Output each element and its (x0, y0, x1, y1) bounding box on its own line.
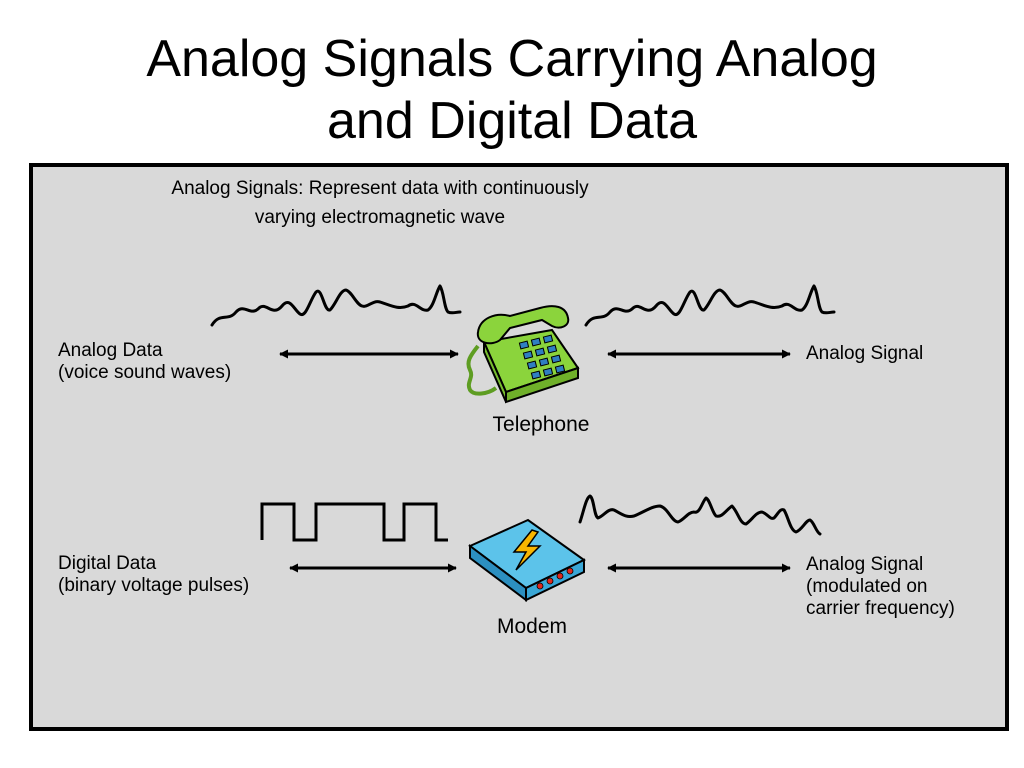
analog-voice-waveform (210, 284, 462, 327)
modem-icon (468, 518, 586, 602)
analog-data-label-line-1: Analog Data (58, 340, 163, 361)
analog-data-label: Analog Data (voice sound waves) (58, 340, 231, 384)
diagram-panel (29, 163, 1009, 731)
diagram-caption: Analog Signals: Represent data with cont… (70, 174, 690, 232)
analog-signal-label-top: Analog Signal (806, 343, 924, 364)
analog-signal-label-bottom: Analog Signal (modulated on carrier freq… (806, 554, 955, 620)
slide-title-line-2: and Digital Data (327, 92, 697, 150)
analog-signal-label-bottom-line-3: carrier frequency) (806, 598, 955, 619)
diagram-caption-line-2: varying electromagnetic wave (254, 207, 506, 228)
digital-data-label-line-1: Digital Data (58, 553, 157, 574)
digital-data-label: Digital Data (binary voltage pulses) (58, 553, 249, 597)
analog-signal-label-bottom-line-1: Analog Signal (806, 554, 924, 575)
digital-data-label-line-2: (binary voltage pulses) (58, 575, 250, 596)
analog-signal-label-bottom-line-2: (modulated on (806, 576, 928, 597)
analog-data-label-line-2: (voice sound waves) (58, 362, 232, 383)
analog-signal-waveform-top (584, 284, 836, 327)
modem-leds (536, 567, 574, 590)
analog-signal-waveform-bottom (578, 494, 822, 536)
slide-title: Analog Signals Carrying Analog and Digit… (40, 28, 984, 152)
modem-label: Modem (496, 615, 568, 638)
slide-title-line-1: Analog Signals Carrying Analog (146, 30, 878, 88)
diagram-caption-line-1: Analog Signals: Represent data with cont… (171, 178, 589, 199)
telephone-icon (466, 305, 580, 404)
telephone-label: Telephone (492, 413, 590, 436)
digital-pulse-waveform (260, 502, 448, 542)
lightning-bolt-icon (512, 529, 542, 571)
